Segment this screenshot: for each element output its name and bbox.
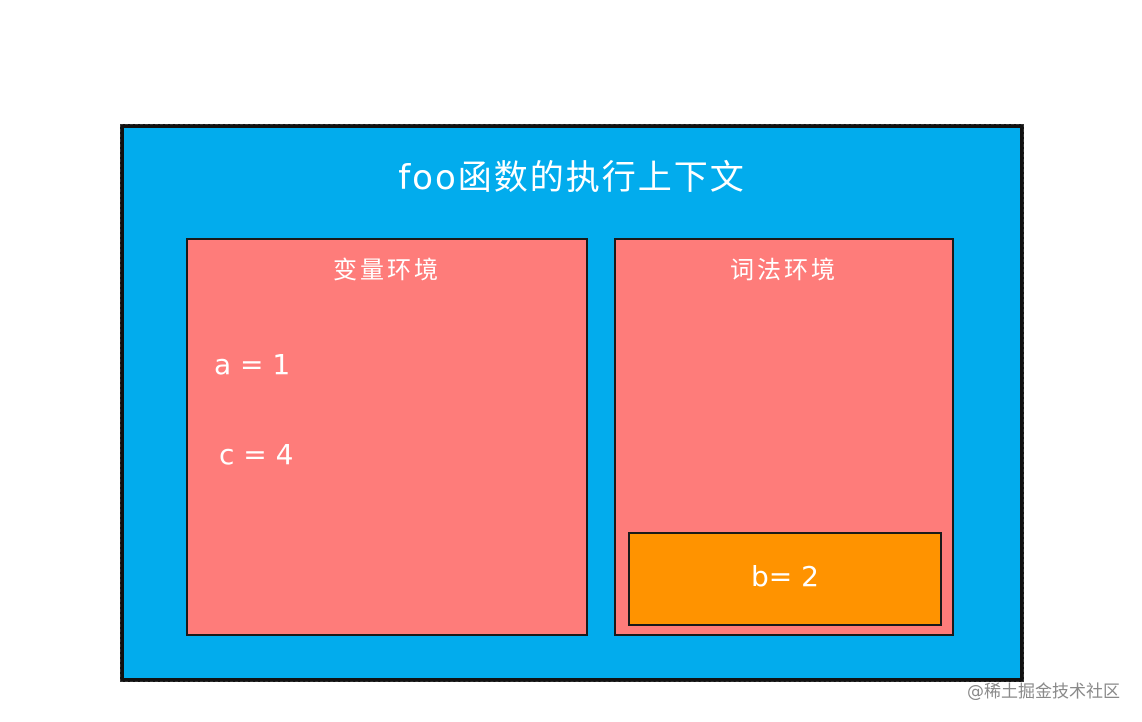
execution-context-title: foo函数的执行上下文: [398, 158, 746, 198]
lexical-environment-box: 词法环境 b= 2: [614, 238, 954, 636]
variable-entry-c: c = 4: [219, 438, 294, 471]
watermark: @稀土掘金技术社区: [967, 682, 1120, 702]
lexical-environment-label: 词法环境: [730, 256, 838, 284]
variable-entry-a: a = 1: [214, 348, 291, 381]
lexical-block-box: b= 2: [628, 532, 942, 626]
execution-context-box: foo函数的执行上下文 变量环境 a = 1 c = 4 词法环境 b= 2: [120, 124, 1024, 682]
lexical-entry-b: b= 2: [751, 560, 819, 593]
variable-environment-label: 变量环境: [333, 256, 441, 284]
variable-environment-box: 变量环境 a = 1 c = 4: [186, 238, 588, 636]
